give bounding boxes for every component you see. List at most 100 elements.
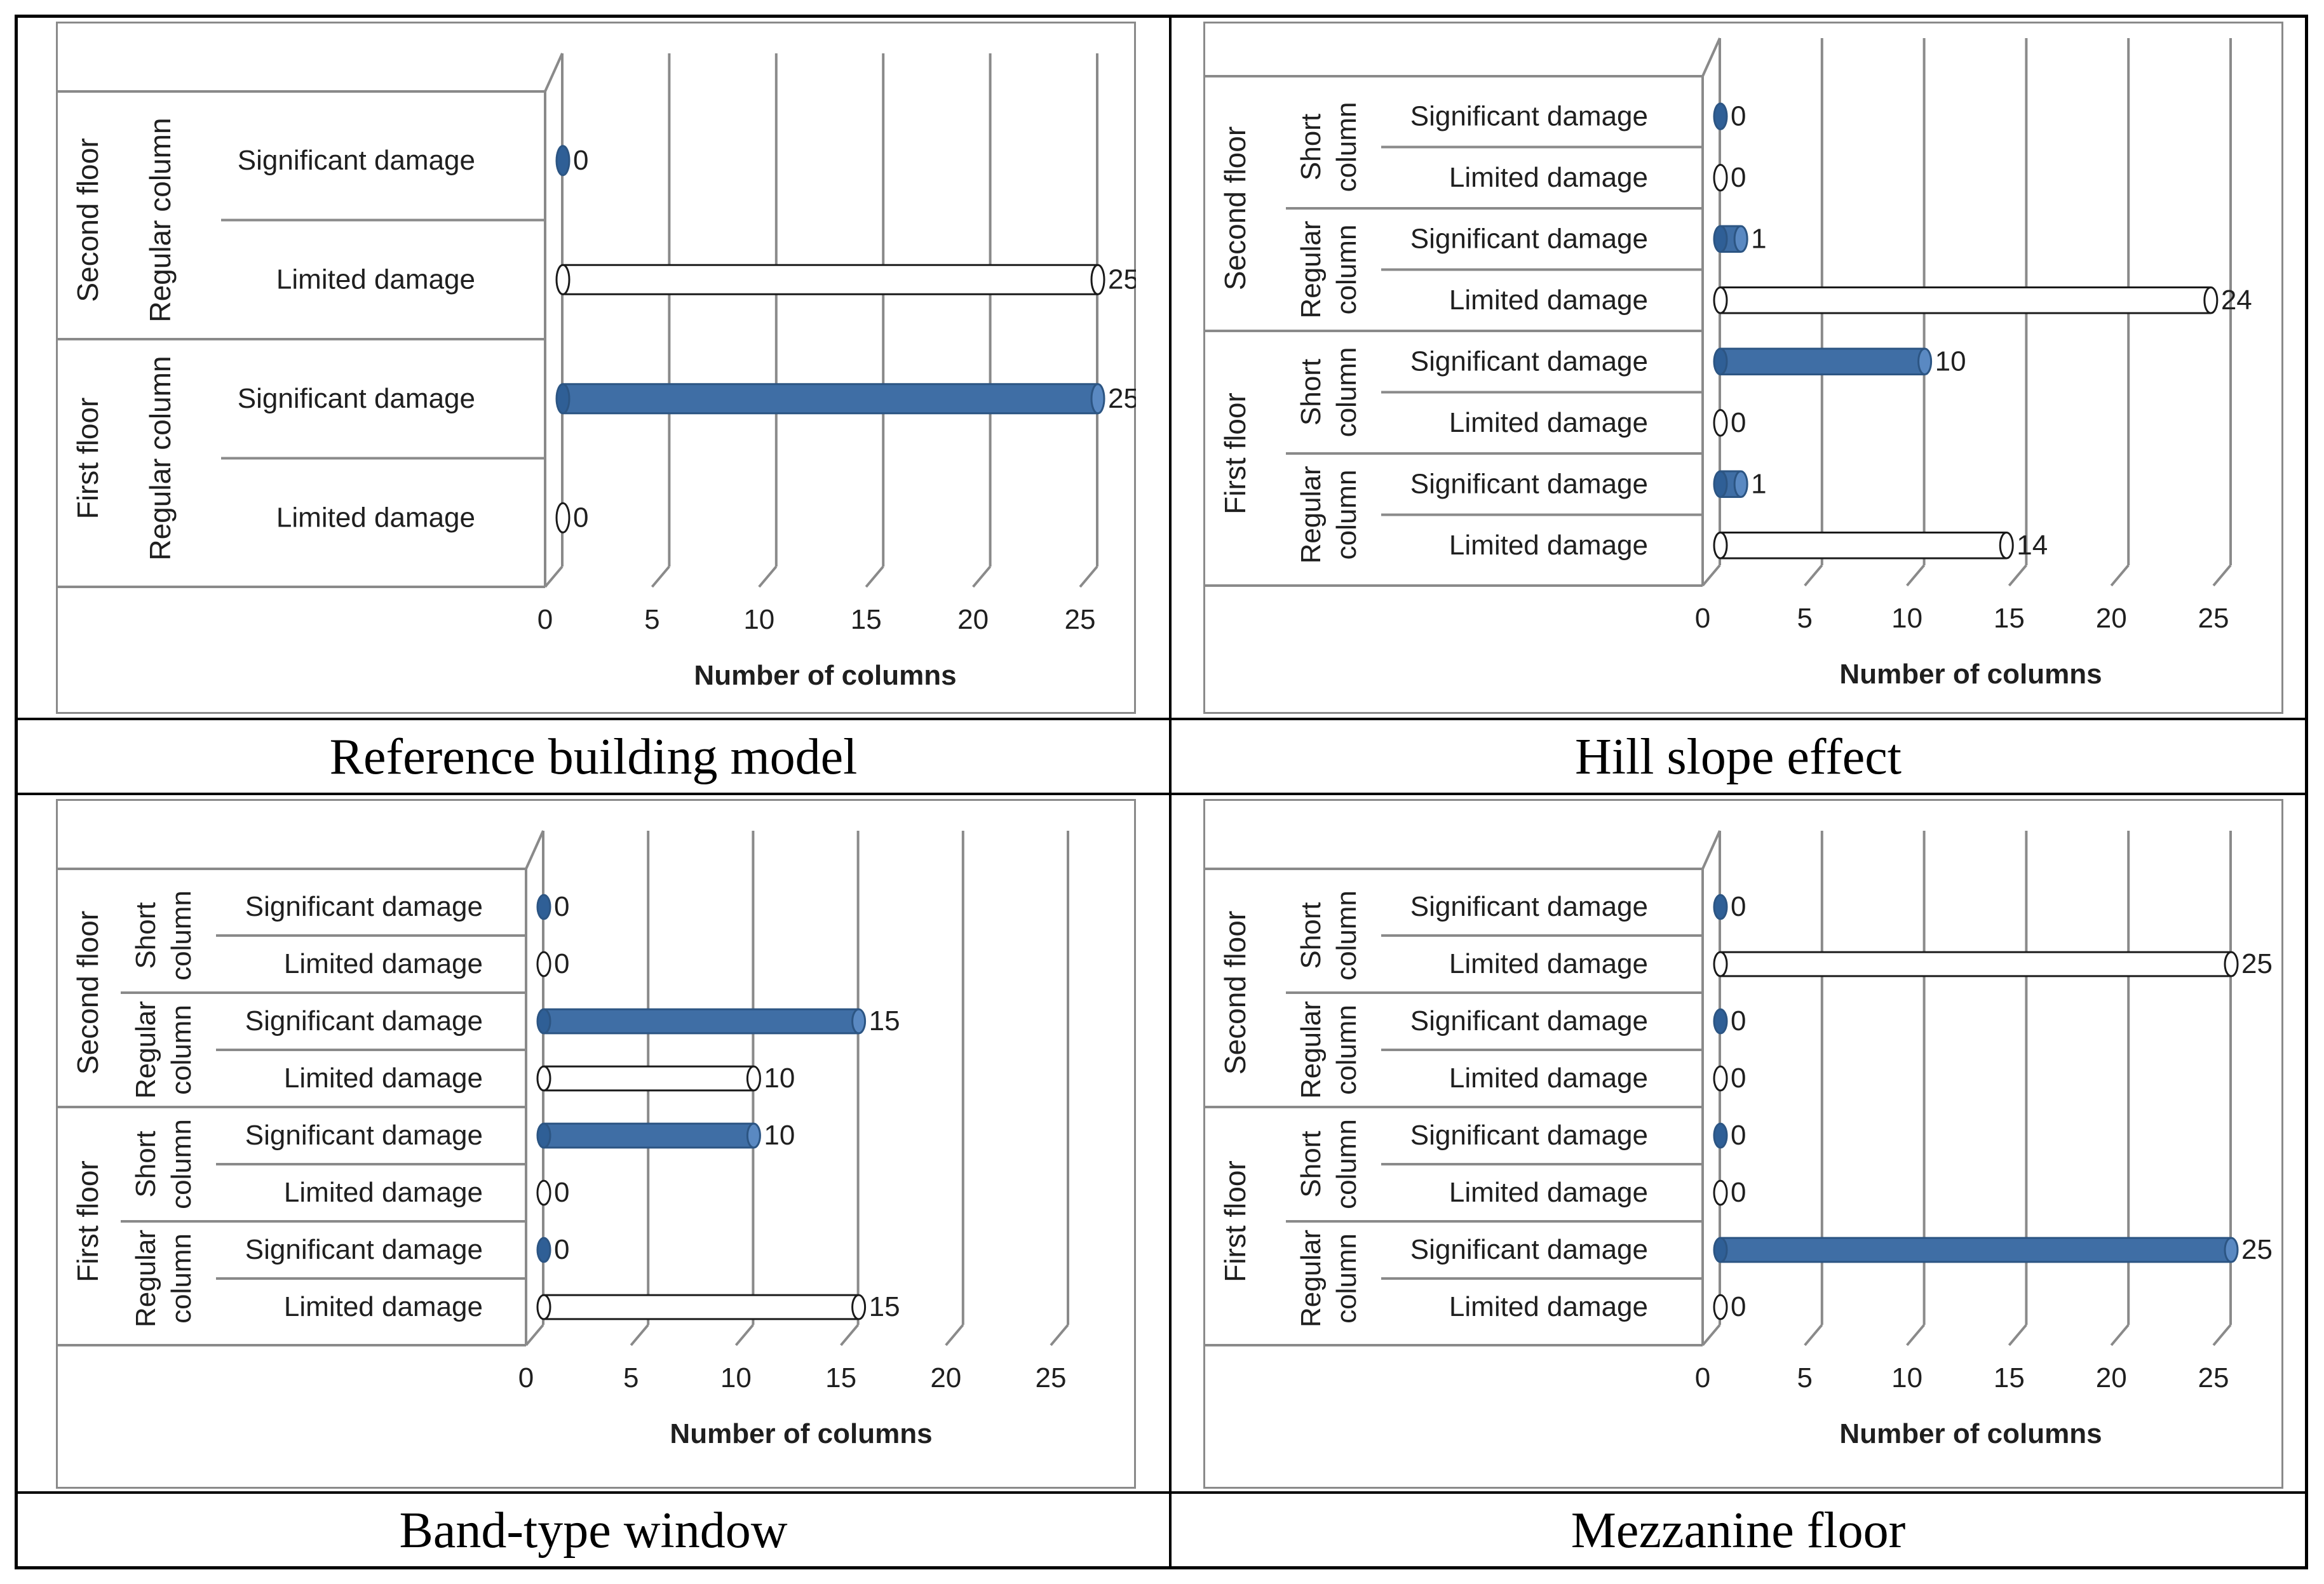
gridline-floor-10 (1906, 564, 1926, 587)
x-tick-label: 20 (2096, 1362, 2127, 1393)
chart-area-reference (56, 22, 1136, 714)
bar-start-cap (1713, 1065, 1728, 1092)
x-tick-label: 0 (518, 1362, 534, 1393)
gridline-floor-25 (2212, 1324, 2232, 1346)
bar-start-cap (555, 145, 571, 177)
bar-start-cap (536, 1179, 551, 1206)
bar-end-cap (2203, 286, 2219, 314)
row-label: Limited damage (284, 948, 483, 979)
group-label: column (1331, 102, 1362, 192)
bar-start-cap (555, 383, 571, 415)
bar-start-cap (1713, 1122, 1728, 1149)
group-label: Short (130, 1131, 161, 1197)
row-label: Limited damage (1449, 1177, 1648, 1208)
group-label: column (166, 890, 197, 981)
bar-start-cap (1713, 951, 1728, 977)
x-tick-label: 15 (1994, 603, 2025, 634)
x-tick-label: 0 (1695, 603, 1710, 634)
x-tick-label: 25 (1065, 604, 1096, 635)
bar-body (1720, 1238, 2231, 1262)
bar-end-cap (746, 1065, 761, 1092)
chart-area-mezzanine (1203, 799, 2283, 1489)
row-label: Limited damage (276, 264, 475, 295)
x-tick-label: 0 (1695, 1362, 1710, 1393)
bar-body (1720, 287, 2211, 314)
x-tick-label: 5 (623, 1362, 638, 1393)
bar-body (544, 1295, 859, 1319)
gridline-floor-0 (544, 565, 564, 588)
bar-body (544, 1009, 859, 1033)
x-tick-label: 5 (1797, 1362, 1813, 1393)
data-label: 1 (1751, 223, 1766, 254)
data-label: 14 (2017, 530, 2048, 561)
data-label: 0 (1731, 1063, 1746, 1094)
bar-start-cap (1713, 347, 1728, 376)
row-label: Limited damage (1449, 1063, 1648, 1094)
group-label: column (1331, 1233, 1362, 1324)
bar-body (1720, 952, 2231, 976)
gridline-floor-20 (972, 565, 992, 588)
bar-body (1720, 532, 2007, 559)
bar-start-cap (1713, 163, 1728, 192)
floor-label: Second floor (71, 911, 104, 1075)
data-label: 0 (1731, 162, 1746, 193)
gridline-floor-20 (945, 1324, 964, 1346)
group-label: column (1331, 1005, 1362, 1095)
x-tick-label: 20 (930, 1362, 961, 1393)
x-tick-label: 25 (2198, 1362, 2229, 1393)
floor-label: Second floor (1219, 911, 1252, 1075)
floor-label: First floor (71, 1160, 104, 1282)
bar-start-cap (536, 951, 551, 977)
data-label: 0 (1731, 891, 1746, 922)
data-label: 10 (764, 1120, 795, 1151)
x-tick-label: 20 (957, 604, 989, 635)
row-label: Significant damage (1410, 223, 1648, 254)
gridline-floor-20 (2110, 564, 2130, 587)
group-label: column (1331, 890, 1362, 981)
bar-body (563, 384, 1098, 413)
bar-start-cap (1713, 1294, 1728, 1320)
row-label: Significant damage (245, 1005, 483, 1037)
data-label: 25 (2241, 1234, 2273, 1265)
gridline-floor-15 (865, 565, 884, 588)
gridline-floor-10 (1906, 1324, 1926, 1346)
gridline-floor-0 (1701, 564, 1721, 587)
x-tick-label: 10 (1891, 1362, 1922, 1393)
bar-start-cap (555, 264, 571, 295)
group-label: column (1331, 1119, 1362, 1209)
x-tick-label: 5 (644, 604, 659, 635)
bar-start-cap (555, 502, 571, 534)
row-label: Significant damage (1410, 1120, 1648, 1151)
x-tick-label: 25 (1036, 1362, 1067, 1393)
caption-mezzanine: Mezzanine floor (1571, 1503, 1906, 1559)
x-axis-title: Number of columns (1839, 1418, 2102, 1449)
data-label: 0 (1731, 1005, 1746, 1037)
bar-start-cap (1713, 1179, 1728, 1206)
bar-start-cap (1713, 894, 1728, 920)
data-label: 1 (1751, 468, 1766, 499)
row-label: Limited damage (284, 1291, 483, 1322)
group-label: Regular (1295, 1230, 1327, 1327)
bar-end-cap (851, 1294, 867, 1320)
gridline-floor-5 (1804, 1324, 1823, 1346)
data-label: 0 (1731, 407, 1746, 438)
bar-start-cap (1713, 470, 1728, 499)
row-label: Limited damage (1449, 948, 1648, 979)
x-tick-label: 5 (1797, 603, 1813, 634)
gridline-floor-5 (651, 565, 670, 588)
gridline-floor-0 (1701, 1324, 1721, 1346)
gridline-floor-25 (1079, 565, 1098, 588)
row-label: Significant damage (238, 383, 475, 414)
bar-end-cap (2224, 951, 2239, 977)
data-label: 15 (869, 1291, 900, 1322)
group-label: Regular (1295, 1001, 1327, 1099)
grid-divider-caption-top-2 (18, 1491, 2305, 1494)
bar-start-cap (1713, 408, 1728, 437)
data-label: 0 (573, 502, 588, 533)
gridline-floor-15 (2008, 564, 2027, 587)
x-tick-label: 10 (1891, 603, 1922, 634)
bar-start-cap (1713, 1008, 1728, 1035)
grid-divider-caption-top-1 (18, 718, 2305, 720)
group-label: Short (1295, 114, 1327, 180)
